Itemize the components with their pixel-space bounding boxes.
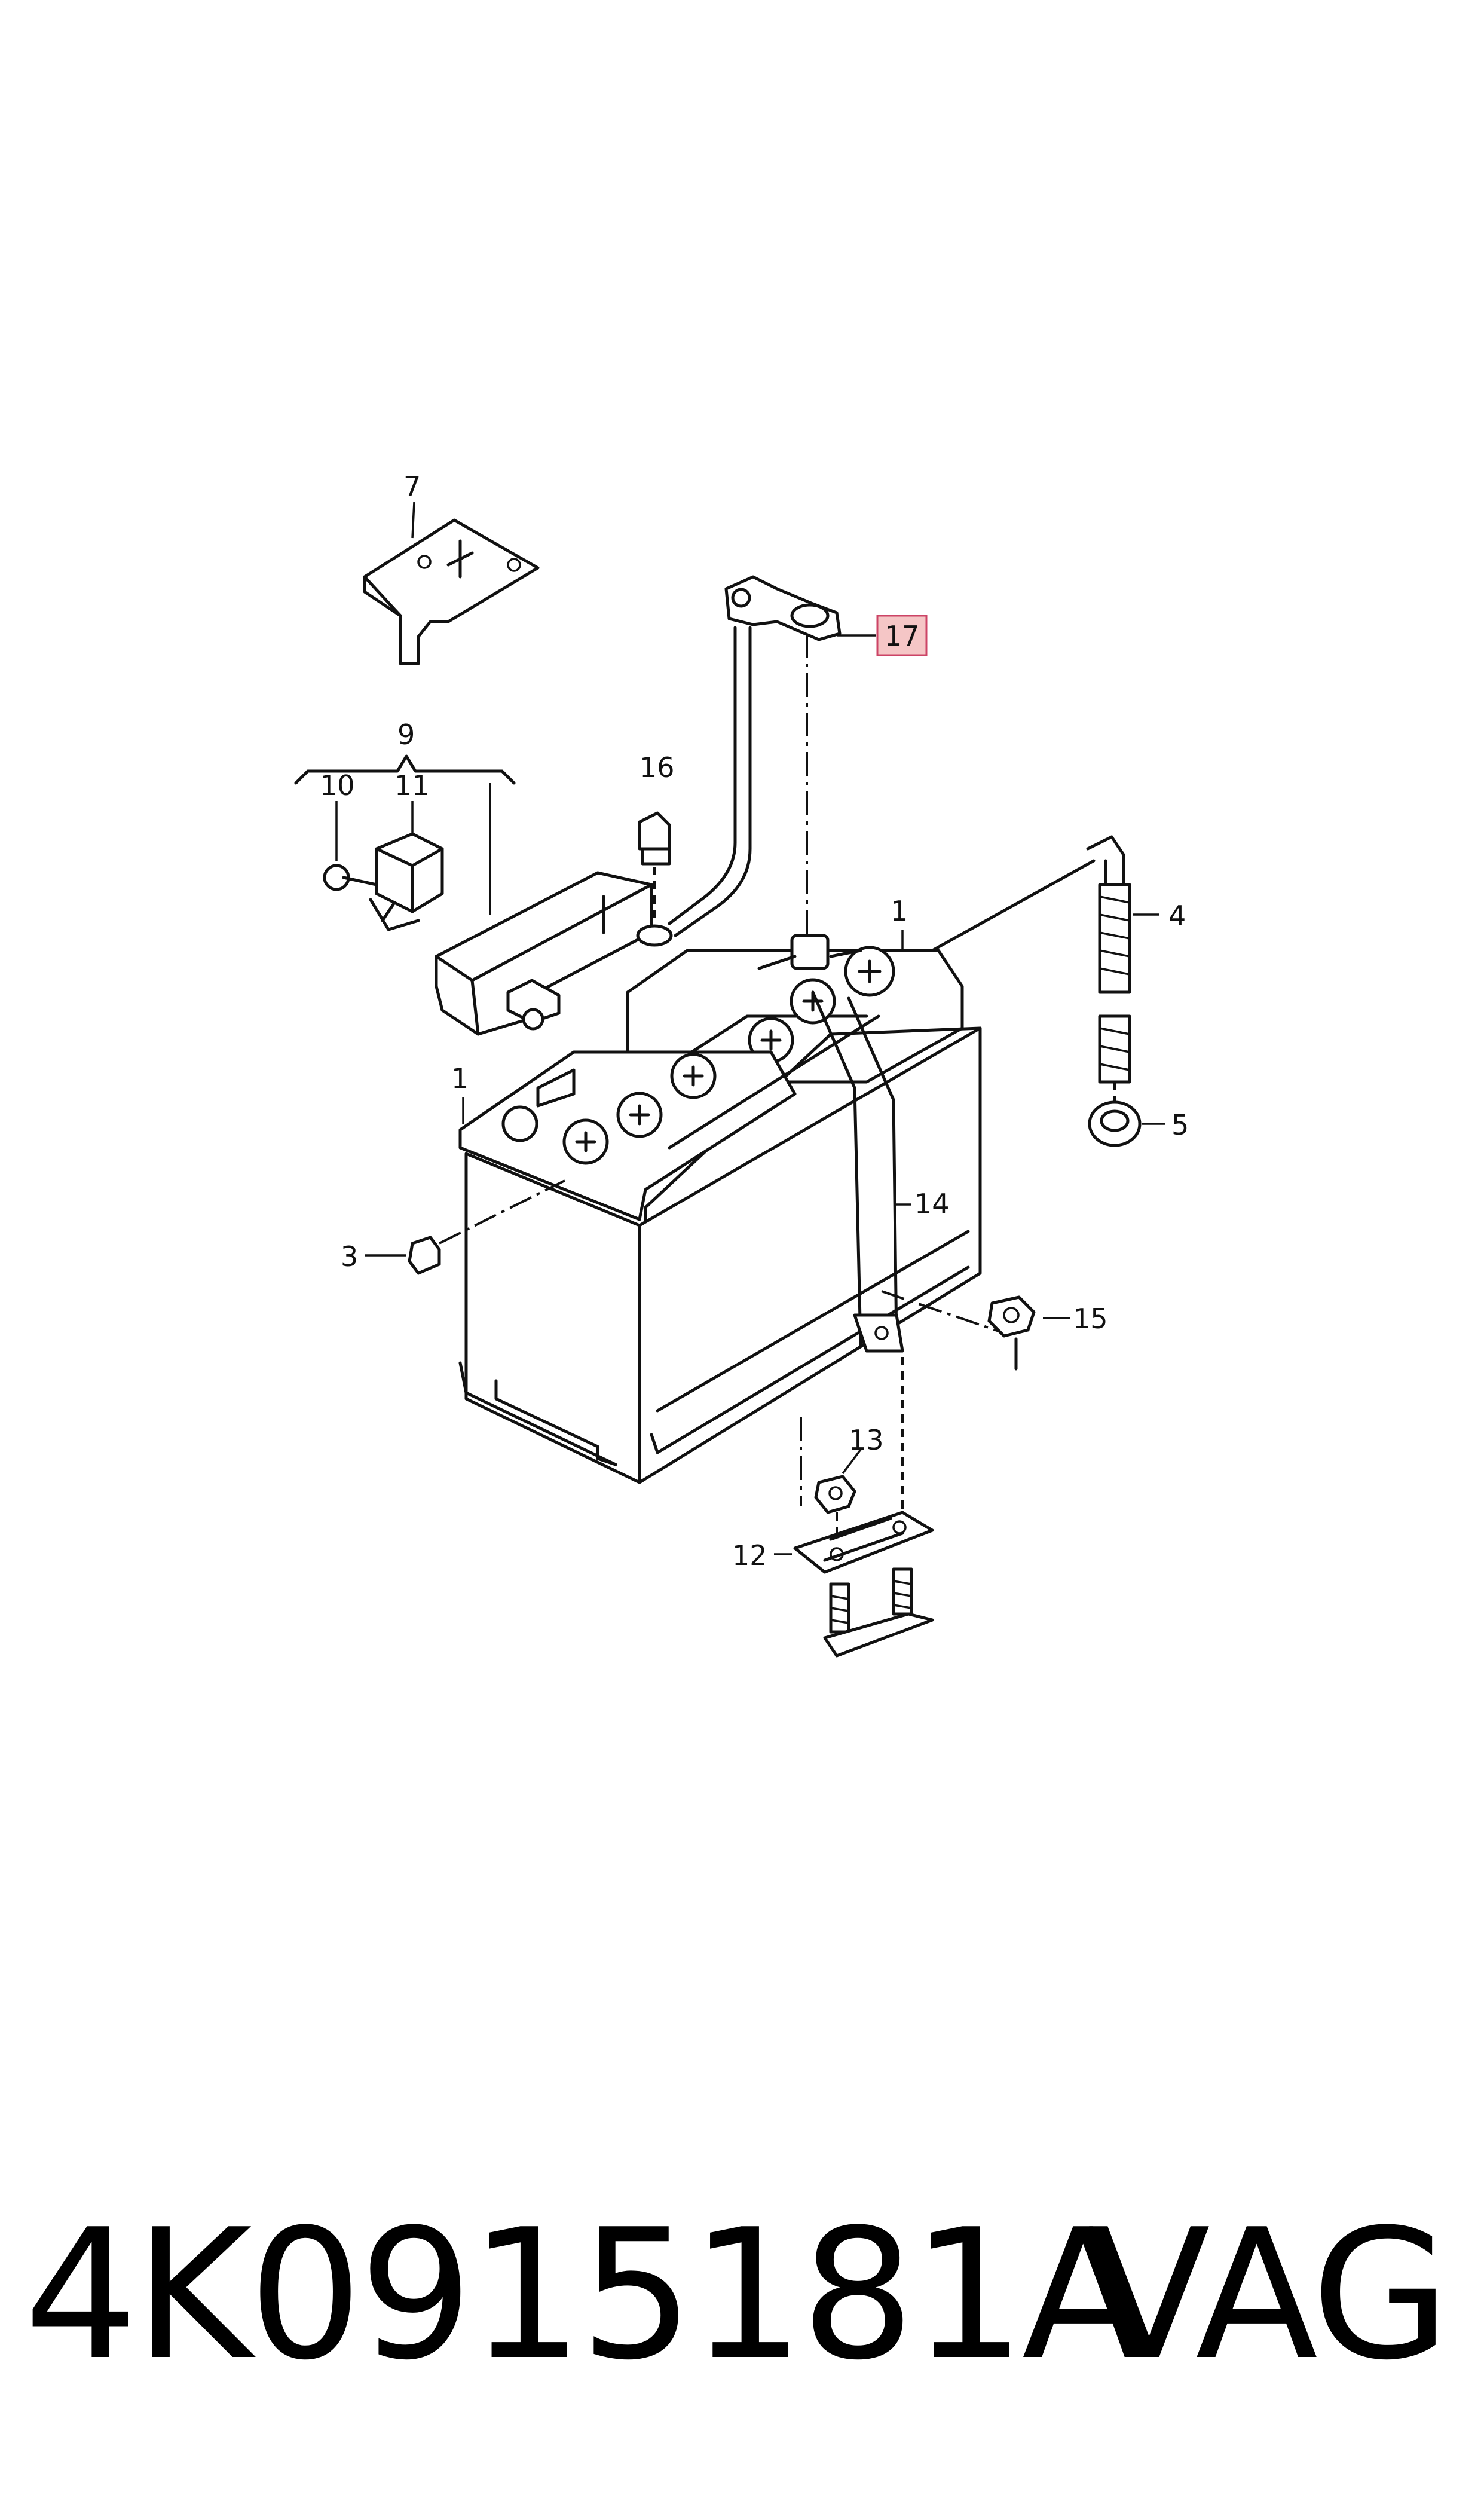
part-3-plug [365,1179,565,1275]
part-14-hold-down-strap [811,990,1005,1353]
part-9-group-bracket [294,754,516,915]
part-4-cable [931,835,1159,1106]
callout-14: 14 [914,1188,950,1220]
callout-13: 13 [849,1424,884,1456]
part-17-positive-cable [668,575,842,938]
callout-5: 5 [1171,1109,1189,1141]
brand-name: VAG [1088,2191,1450,2399]
battery-exploded-diagram: 7 9 10 11 16 17 1 1 4 5 3 14 15 13 12 [294,470,1189,1658]
part-13-nut [800,1417,862,1566]
callout-16: 16 [640,751,675,784]
callout-4: 4 [1168,900,1186,932]
battery-front [458,1014,982,1484]
callout-11: 11 [394,769,430,802]
part-number-caption: 4K0915181A VAG [24,2188,1470,2403]
part-16-pin [636,811,673,947]
callout-1-rear: 1 [891,895,908,927]
part-number: 4K0915181A [24,2191,1145,2399]
part-11-module [369,832,444,931]
battery-terminal-cover-box [435,871,653,1036]
callout-9: 9 [397,719,415,751]
callout-12: 12 [732,1539,767,1572]
part-7-terminal-cover [363,502,540,665]
callout-labels: 7 9 10 11 16 17 1 1 4 5 3 14 15 13 12 [320,470,1189,1572]
callout-15: 15 [1073,1303,1108,1335]
callout-7: 7 [403,470,421,503]
callout-1-front: 1 [451,1062,469,1095]
callout-17: 17 [885,620,920,652]
part-15-nut [987,1295,1070,1371]
part-12-bracket [774,1357,934,1658]
callout-17-highlight [876,615,928,656]
part-10-bolt [323,864,378,891]
part-5-grommet [1088,1100,1165,1147]
callout-3: 3 [341,1240,358,1273]
callout-10: 10 [320,769,355,802]
